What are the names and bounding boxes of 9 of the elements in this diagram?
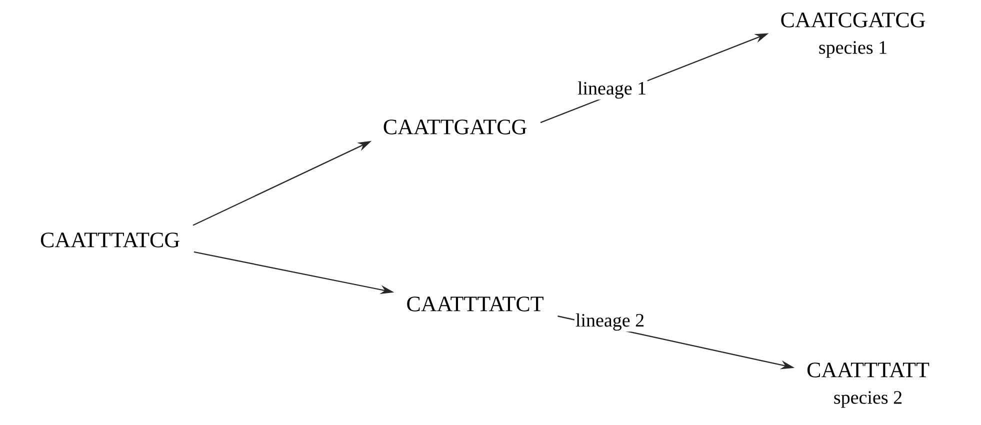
- edge-label: lineage 1: [576, 80, 648, 100]
- sequence-label: CAATTTATCG: [40, 232, 180, 248]
- edge-label: lineage 2: [574, 312, 646, 332]
- sequence-label: CAATTGATCG: [384, 120, 526, 134]
- species-label: species 1: [819, 41, 886, 58]
- sequence-label: CAATCGATCG species 1: [781, 12, 926, 58]
- sequence-label: CAATTTATT species 2: [807, 362, 930, 408]
- species-label: species 2: [834, 391, 902, 408]
- sequence-label: CAATTTATCT: [407, 296, 544, 312]
